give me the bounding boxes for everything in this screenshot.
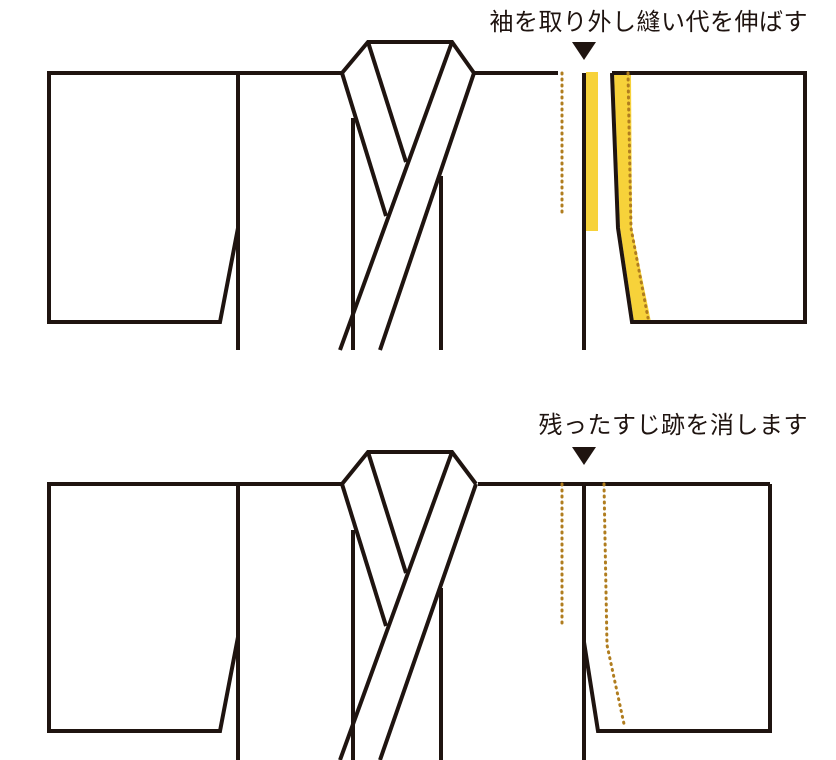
- marker-arrow-bottom: [572, 447, 596, 465]
- seam-allowance-highlight-right: [614, 73, 651, 322]
- right-sleeve-bottom: [582, 484, 772, 733]
- diagram-top: [47, 40, 807, 351]
- marker-arrow-top: [572, 42, 596, 60]
- seam-allowance-highlight-left: [586, 72, 598, 231]
- stitch-line-sleeve-top: [626, 71, 650, 320]
- caption-top: 袖を取り外し縫い代を伸ばす: [489, 8, 808, 36]
- left-sleeve-top: [47, 71, 240, 324]
- caption-bottom: 残ったすじ跡を消します: [538, 411, 808, 439]
- right-sleeve-top: [610, 71, 807, 324]
- collar-top: [338, 40, 476, 351]
- left-sleeve-bottom: [47, 482, 240, 733]
- diagram-bottom: [47, 447, 772, 760]
- stitch-line-sleeve-bottom: [602, 482, 626, 726]
- collar-bottom: [338, 450, 478, 760]
